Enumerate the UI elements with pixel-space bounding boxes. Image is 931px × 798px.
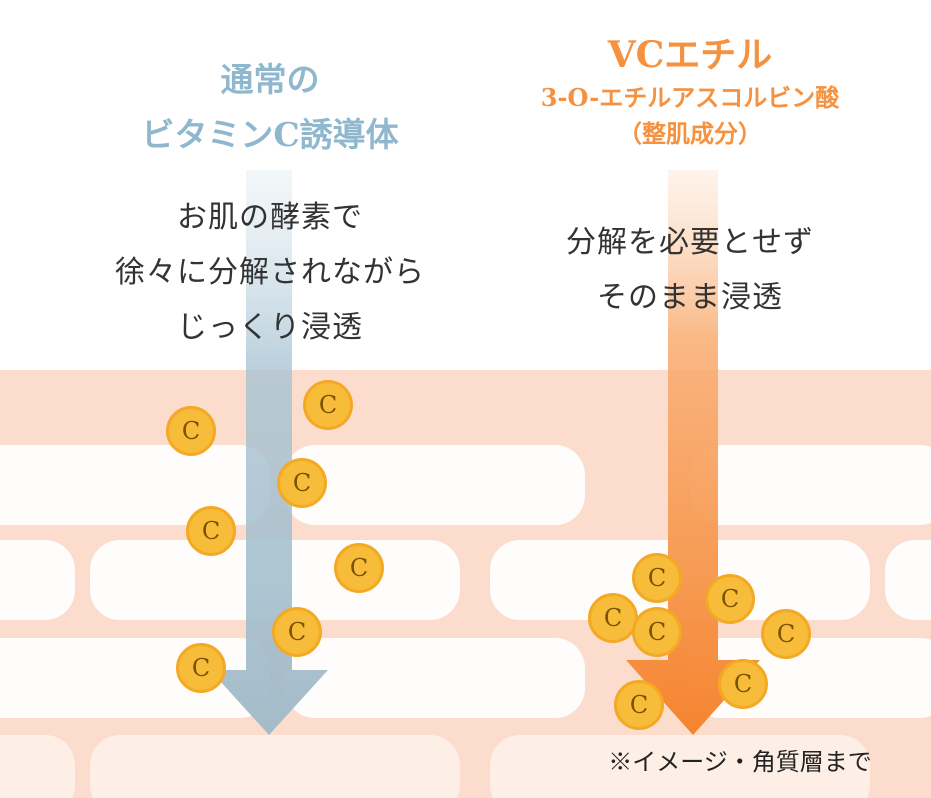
vitamin-c-molecule: C bbox=[186, 506, 236, 556]
vitamin-c-molecule: C bbox=[176, 643, 226, 693]
left-description: お肌の酵素で 徐々に分解されながら じっくり浸透 bbox=[50, 190, 490, 355]
image-note: ※イメージ・角質層まで bbox=[560, 742, 920, 777]
right-title: VCエチル bbox=[480, 30, 900, 80]
left-desc-line: お肌の酵素で bbox=[50, 190, 490, 245]
left-title-line: ビタミンC誘導体 bbox=[60, 107, 480, 162]
right-desc-line: そのまま浸透 bbox=[480, 270, 900, 325]
vitamin-c-molecule: C bbox=[632, 553, 682, 603]
vitamin-c-molecule: C bbox=[632, 607, 682, 657]
vitamin-c-molecule: C bbox=[166, 406, 216, 456]
vitamin-c-molecule: C bbox=[718, 659, 768, 709]
vitamin-c-molecule: C bbox=[761, 609, 811, 659]
left-title: 通常の ビタミンC誘導体 bbox=[60, 52, 480, 162]
vitamin-c-molecule: C bbox=[588, 593, 638, 643]
vitamin-c-molecule: C bbox=[277, 458, 327, 508]
vitamin-c-molecule: C bbox=[705, 574, 755, 624]
vitamin-c-molecule: C bbox=[334, 543, 384, 593]
right-subtitle: 3-O-エチルアスコルビン酸 bbox=[480, 80, 900, 116]
left-desc-line: 徐々に分解されながら bbox=[50, 245, 490, 300]
right-desc-line: 分解を必要とせず bbox=[480, 215, 900, 270]
vitamin-c-molecule: C bbox=[272, 607, 322, 657]
right-subtitle-paren: （整肌成分） bbox=[480, 116, 900, 152]
vitamin-c-molecule: C bbox=[614, 680, 664, 730]
left-desc-line: じっくり浸透 bbox=[50, 300, 490, 355]
left-title-line: 通常の bbox=[60, 52, 480, 107]
right-description: 分解を必要とせず そのまま浸透 bbox=[480, 215, 900, 325]
vitamin-c-molecule: C bbox=[303, 380, 353, 430]
